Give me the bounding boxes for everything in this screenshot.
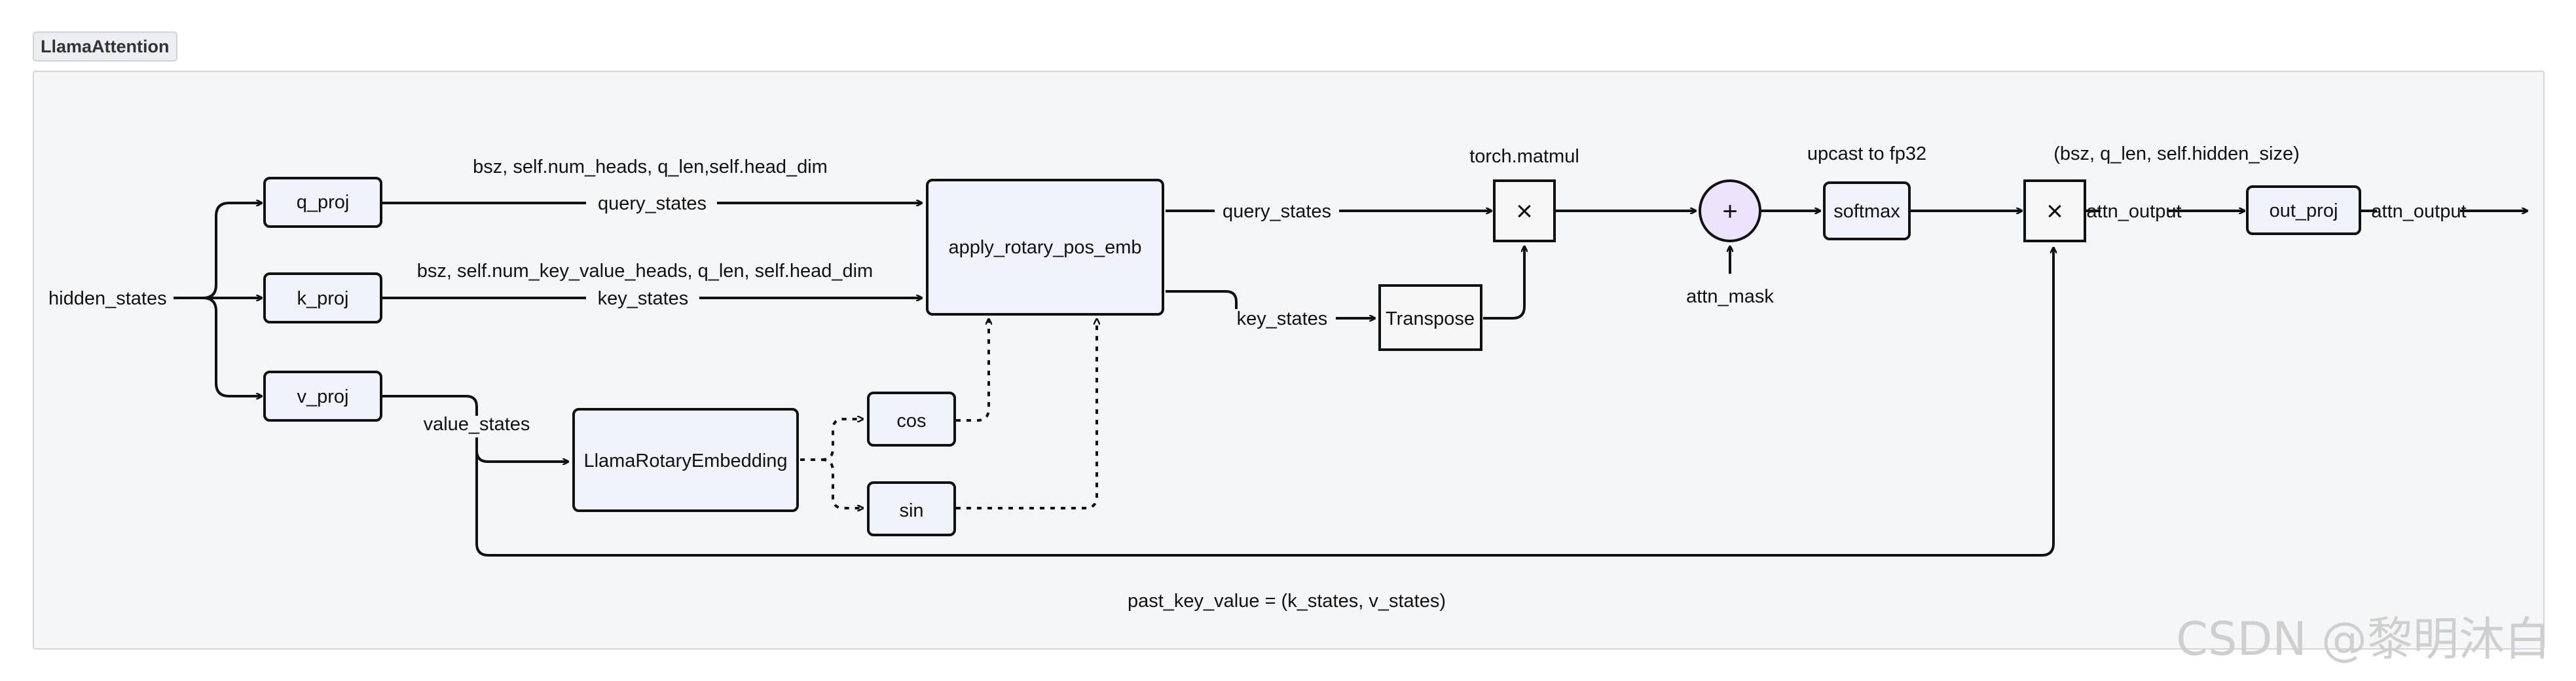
key-states-out-label: key_states [1237,308,1328,329]
matmul-times-icon: × [1516,195,1533,227]
attn-output-label-2: attn_output [2371,201,2466,222]
k-proj-node[interactable] [263,272,382,323]
diagram-frame [33,71,2545,650]
wire-v-to-rot [475,437,568,462]
hidden-states-label: hidden_states [48,288,167,309]
q-proj-label: q_proj [297,192,350,213]
softmax-label: softmax [1833,201,1900,222]
q-proj-node[interactable] [263,177,382,228]
apply-rotary-pos-emb-node[interactable] [926,179,1164,316]
apply-rotary-pos-emb-label: apply_rotary_pos_emb [948,237,1141,258]
softmax-node[interactable] [1823,181,1911,240]
v-proj-node[interactable] [263,371,382,422]
wire-hidden-to-v [202,297,262,396]
matmul-op-node[interactable] [1493,179,1556,242]
cos-label: cos [896,411,926,432]
wire-transpose-to-matmul [1483,246,1524,320]
sin-label: sin [899,500,923,521]
v-proj-label: v_proj [297,386,349,407]
wire-rope-k-a [1166,290,1238,309]
plus-icon: + [1722,197,1737,226]
cos-node[interactable] [867,392,956,447]
query-states-in-label: query_states [598,193,707,214]
wire-cos-to-rope [956,319,989,422]
upcast-label: upcast to fp32 [1807,143,1926,164]
wire-hidden-to-q [202,203,262,299]
out-proj-node[interactable] [2246,185,2361,235]
llama-rotary-embedding-label: LlamaRotaryEmbedding [583,451,787,471]
transpose-node[interactable] [1378,284,1482,351]
torch-matmul-label: torch.matmul [1469,146,1579,167]
sin-node[interactable] [867,481,956,536]
attn-output-label-1: attn_output [2086,201,2181,222]
csdn-watermark: CSDN @黎明沐白 [2176,612,2550,666]
kv-shape-label: bsz, self.num_key_value_heads, q_len, se… [417,261,873,282]
past-key-value-label: past_key_value = (k_states, v_states) [1128,591,1446,612]
matmul2-times-icon: × [2046,195,2063,227]
output-shape-label: (bsz, q_len, self.hidden_size) [2053,143,2300,164]
query-states-out-label: query_states [1223,201,1331,222]
q-shape-label: bsz, self.num_heads, q_len,self.head_dim [473,156,828,177]
add-op-node[interactable] [1699,179,1761,242]
out-proj-label: out_proj [2270,200,2338,221]
matmul2-op-node[interactable] [2023,179,2086,242]
wire-v-to-matmul2 [475,248,2053,557]
key-states-in-label: key_states [598,288,689,309]
wire-rot-to-cos [821,419,863,461]
llama-rotary-embedding-node[interactable] [572,408,799,512]
wire-rot-to-sin [821,458,863,508]
attn-mask-label: attn_mask [1686,286,1774,307]
transpose-label: Transpose [1386,308,1475,329]
component-tag: LlamaAttention [33,31,177,62]
wire-sin-to-rope [956,319,1097,509]
value-states-label: value_states [424,414,530,435]
wire-v-out [381,395,478,416]
k-proj-label: k_proj [297,288,349,309]
